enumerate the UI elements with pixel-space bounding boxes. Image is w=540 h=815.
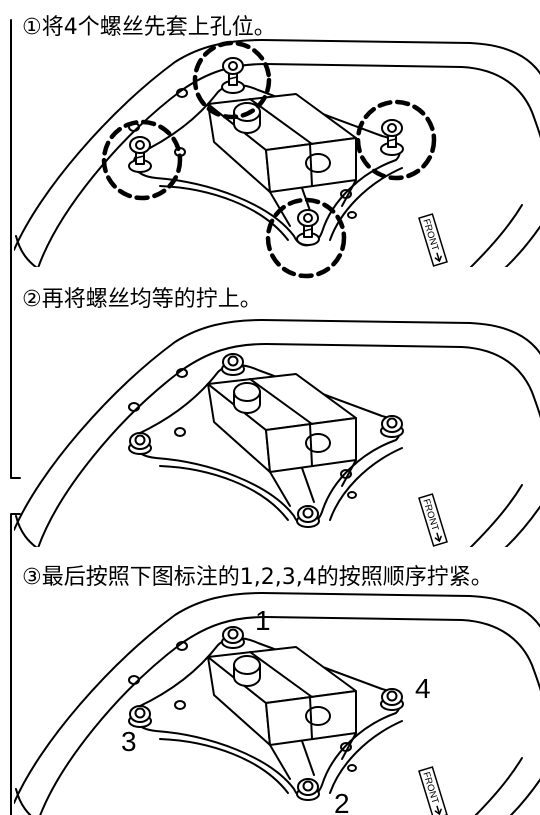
panel-2-illustration: FRONT: [14, 319, 540, 547]
order-label-left: 3: [121, 726, 137, 757]
front-direction-mark: FRONT: [418, 213, 448, 267]
mounting-plate: [132, 364, 403, 527]
screw-bottom: [296, 505, 320, 528]
order-label-bottom: 2: [334, 788, 350, 815]
screw-left: [128, 432, 152, 455]
highlight-circle-bottom: [265, 197, 347, 279]
mounting-plate: [132, 637, 403, 800]
screw-left: [128, 705, 152, 728]
front-direction-mark: FRONT: [418, 766, 448, 815]
steps-1-2-bracket: [10, 19, 21, 479]
highlight-circle-left: [101, 119, 183, 201]
order-label-right: 4: [415, 673, 431, 704]
step-1-instruction: ①将4个螺丝先套上孔位。: [22, 15, 276, 40]
screw-top-left: [221, 353, 245, 376]
highlight-circle-top-left: [192, 40, 272, 120]
panel-3-illustration: FRONT 1 2 3 4: [14, 592, 540, 815]
mounting-plate: [132, 84, 403, 247]
screw-top-left: [221, 57, 245, 94]
order-label-top-left: 1: [255, 605, 271, 636]
front-direction-mark: FRONT: [418, 493, 448, 547]
step-3-bracket: [10, 513, 21, 815]
screw-bottom: [296, 778, 320, 801]
screw-top-left: [221, 626, 245, 649]
screw-right: [380, 415, 404, 438]
panel-1-illustration: FRONT: [14, 39, 540, 279]
step-3-instruction: ③最后按照下图标注的1,2,3,4的按照顺序拧紧。: [22, 565, 493, 590]
step-2-instruction: ②再将螺丝均等的拧上。: [22, 287, 262, 312]
highlight-circle-right: [355, 99, 437, 181]
screw-right: [380, 688, 404, 711]
